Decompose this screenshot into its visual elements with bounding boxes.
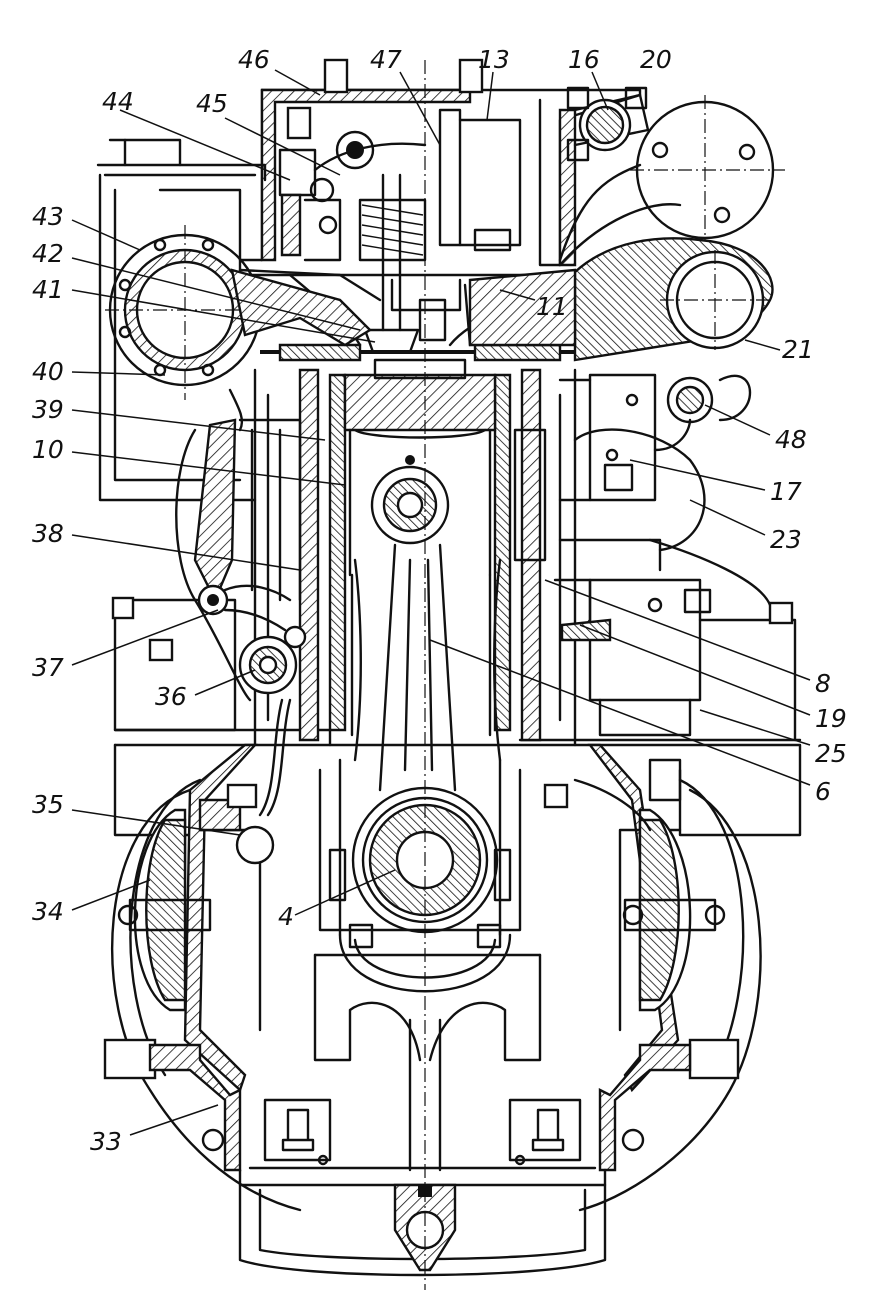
callout-20: 20 [640,45,672,74]
leader-36 [194,669,256,696]
callout-44: 44 [102,87,134,116]
leader-45 [224,117,341,176]
callout-46: 46 [238,45,270,74]
leader-39 [71,409,326,441]
callout-45: 45 [196,89,228,118]
callout-4: 4 [278,902,294,931]
leader-10 [71,451,346,486]
callout-40: 40 [32,357,64,386]
fuel-pump-assembly [553,373,797,832]
callout-11: 11 [536,292,568,321]
leader-33 [129,1104,219,1136]
leader-4 [294,869,396,916]
callout-8: 8 [815,669,831,698]
callout-33: 33 [90,1127,122,1156]
leader-21 [744,339,781,351]
callout-42: 42 [32,239,64,268]
callout-6: 6 [815,777,831,806]
leader-23 [689,499,766,536]
leader-47 [399,71,441,146]
leader-6 [429,639,811,786]
leader-43 [71,219,141,251]
callout-labels: 46 47 13 16 20 44 45 43 42 41 11 21 40 3… [32,45,847,1156]
callout-36: 36 [155,682,187,711]
leader-11 [499,289,536,301]
callout-13: 13 [478,45,510,74]
callout-23: 23 [770,525,802,554]
leader-19 [579,624,811,716]
leader-44 [119,109,291,181]
leader-46 [274,69,321,96]
callout-34: 34 [32,897,64,926]
callout-39: 39 [32,395,64,424]
callout-43: 43 [32,202,64,231]
leader-42 [71,257,361,331]
leader-8 [544,579,811,681]
leader-37 [71,609,219,666]
air-cleaner [96,138,382,502]
leader-lines [71,69,811,1136]
callout-21: 21 [782,335,814,364]
leader-38 [71,534,301,571]
callout-19: 19 [815,704,847,733]
cylinder-assembly [253,358,577,792]
callout-38: 38 [32,519,64,548]
callout-16: 16 [568,45,600,74]
leader-41 [71,289,376,343]
exhaust-assembly [463,86,785,362]
callout-48: 48 [775,425,807,454]
callout-41: 41 [32,275,64,304]
leader-40 [71,371,166,376]
leader-48 [704,404,771,436]
leader-34 [71,879,151,911]
leader-16 [591,71,609,111]
leader-13 [486,71,494,121]
callout-47: 47 [370,45,402,74]
callout-37: 37 [32,653,64,682]
callout-35: 35 [32,790,64,819]
crankshaft-main-bearing [313,758,542,1172]
crankcase [103,728,802,1277]
callout-25: 25 [815,739,847,768]
leader-35 [71,809,241,836]
callout-17: 17 [770,477,802,506]
leader-17 [629,459,766,491]
leader-25 [699,709,811,746]
callout-10: 10 [32,435,64,464]
